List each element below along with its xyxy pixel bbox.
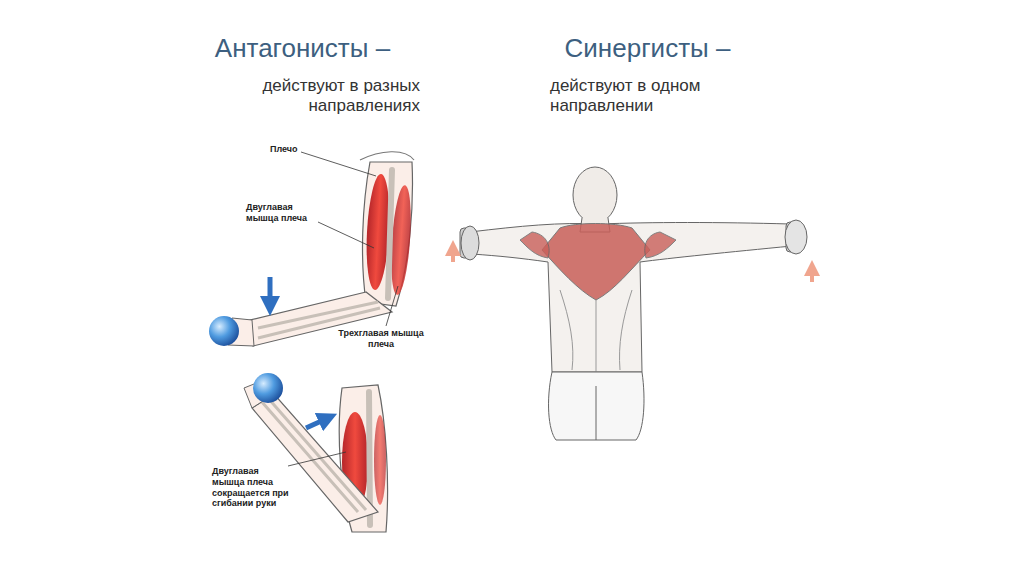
part-label: Плечо xyxy=(270,144,310,155)
subheading: действуют в разных направлениях xyxy=(205,76,420,117)
motion-arrow xyxy=(810,268,814,282)
back-figure xyxy=(460,167,807,440)
arm-extended xyxy=(209,152,414,346)
heading: Синергисты – xyxy=(540,33,755,64)
leader-lines xyxy=(288,152,398,466)
motion-arrow xyxy=(268,277,273,306)
heading: Антагонисты – xyxy=(200,33,405,64)
part-label: Двуглавая мышца плеча xyxy=(246,202,318,224)
part-label: Двуглавая мышца плеча сокращается при сг… xyxy=(212,466,292,509)
motion-arrow xyxy=(306,418,328,428)
subheading: действуют в одном направлении xyxy=(550,76,765,117)
part-label: Трехглавая мышца плеча xyxy=(338,328,424,350)
motion-arrow xyxy=(451,248,455,262)
